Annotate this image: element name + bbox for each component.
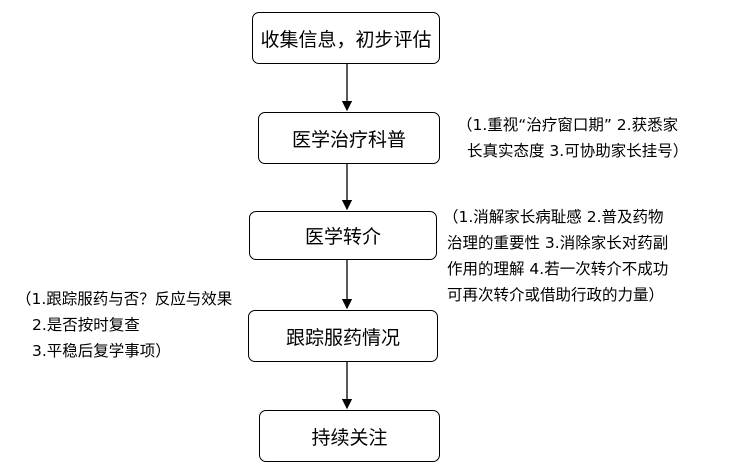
- note-line: 2.是否按时复查: [32, 316, 140, 334]
- note-line: （1.消解家长病耻感 2.普及药物: [443, 208, 664, 226]
- step-track-medication: 跟踪服药情况: [248, 310, 438, 362]
- note-medical-education: （1.重视“治疗窗口期” 2.获悉家 长真实态度 3.可协助家长挂号）: [457, 112, 688, 164]
- step-medical-education: 医学治疗科普: [258, 112, 440, 164]
- note-line: 作用的理解 4.若一次转介不成功: [447, 260, 669, 278]
- step-continuous-attention: 持续关注: [259, 410, 440, 462]
- note-line: （1.跟踪服药与否？反应与效果: [16, 290, 233, 308]
- step-collect-info: 收集信息，初步评估: [252, 12, 440, 64]
- note-line: 可再次转介或借助行政的力量）: [447, 286, 665, 304]
- step-medical-referral: 医学转介: [249, 211, 437, 260]
- note-line: 3.平稳后复学事项）: [32, 342, 171, 360]
- note-line: （1.重视“治疗窗口期” 2.获悉家: [457, 116, 679, 134]
- note-line: 治理的重要性 3.消除家长对药副: [447, 234, 669, 252]
- note-line: 长真实态度 3.可协助家长挂号）: [467, 142, 689, 160]
- note-medical-referral: （1.消解家长病耻感 2.普及药物 治理的重要性 3.消除家长对药副 作用的理解…: [443, 204, 668, 308]
- note-track-medication: （1.跟踪服药与否？反应与效果 2.是否按时复查 3.平稳后复学事项）: [16, 286, 232, 364]
